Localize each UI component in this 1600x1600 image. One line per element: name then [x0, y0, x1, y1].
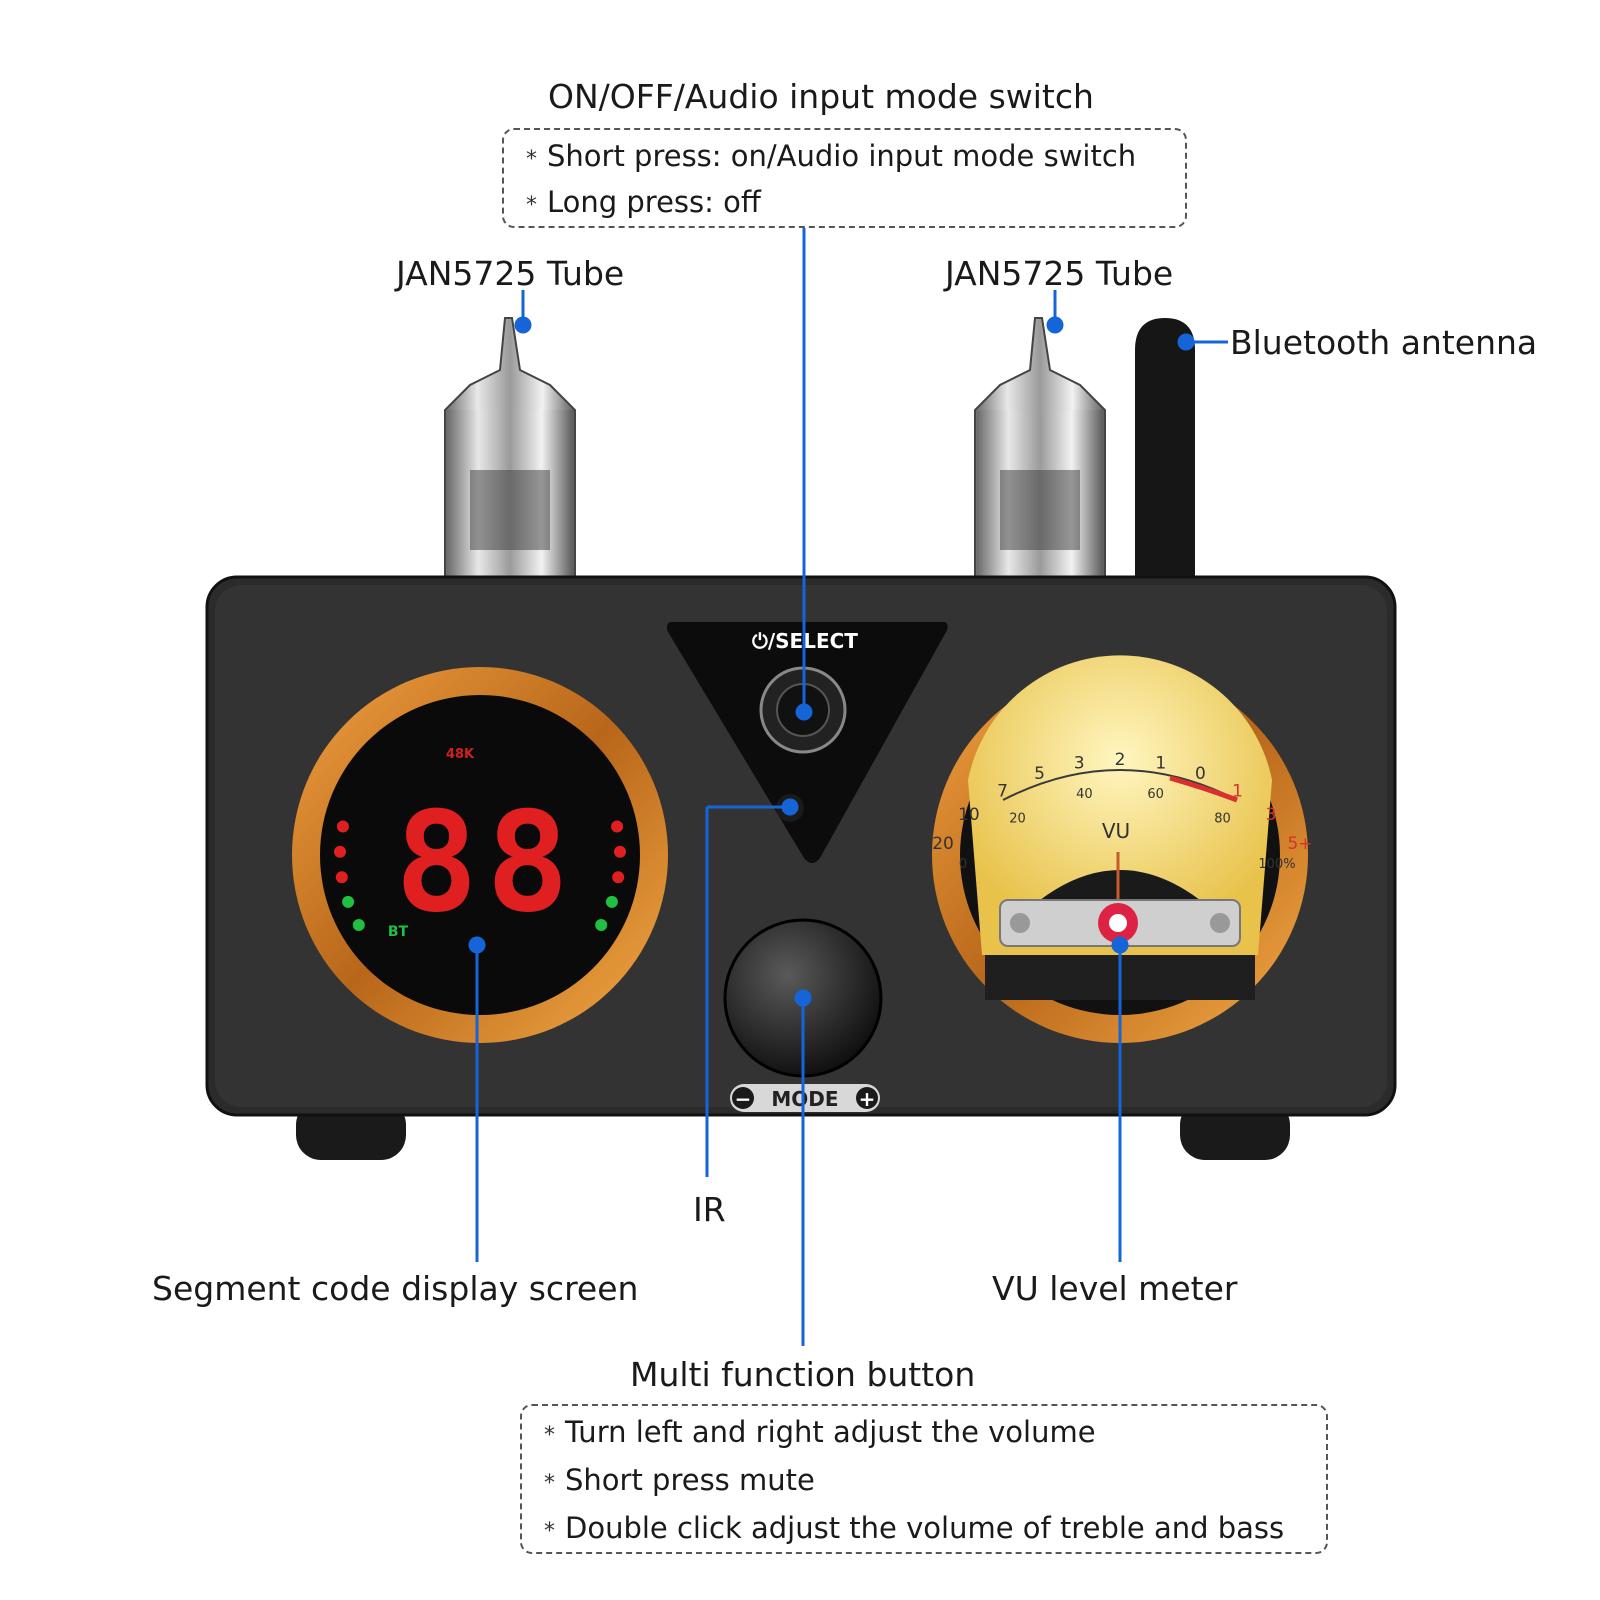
vu-scale-bottom-label: 20 [1009, 812, 1026, 827]
segment-digits: 88 [395, 782, 577, 943]
bluetooth-antenna [1135, 318, 1195, 580]
vu-scale-top-label: 3 [1266, 805, 1277, 825]
power-note-2: *Long press: off [526, 185, 761, 219]
ir-label: IR [693, 1190, 726, 1229]
multi-note-3: *Double click adjust the volume of trebl… [544, 1511, 1285, 1545]
multi-note-1: *Turn left and right adjust the volume [544, 1415, 1096, 1449]
vu-scale-top-label: 1 [1155, 754, 1166, 774]
vu-scale-top-label: 0 [1195, 764, 1206, 784]
vu-scale-top-label: 5 [1034, 764, 1045, 784]
vu-scale-top-label: 3 [1074, 754, 1085, 774]
segment-display: 48K 88 BT [292, 667, 668, 1043]
power-switch-notes: *Short press: on/Audio input mode switch… [502, 128, 1187, 228]
led-dot [595, 919, 608, 931]
multi-note-2: *Short press mute [544, 1463, 815, 1497]
led-dot [614, 845, 626, 858]
left-tube [444, 317, 576, 581]
vu-scale-bottom-label: 0 [959, 857, 967, 872]
power-switch-title: ON/OFF/Audio input mode switch [548, 77, 1094, 116]
multi-button-notes: *Turn left and right adjust the volume *… [520, 1404, 1328, 1554]
vu-scale-bottom-label: 80 [1214, 812, 1231, 827]
power-note-1: *Short press: on/Audio input mode switch [526, 139, 1137, 173]
led-dot [336, 820, 349, 833]
control-panel: ⏻/SELECT [666, 622, 948, 863]
sample-rate-label: 48K [446, 747, 475, 762]
right-tube [974, 317, 1106, 581]
vu-scale-top-label: 7 [997, 782, 1008, 802]
vu-scale-top-label: 2 [1115, 750, 1126, 770]
mode-label: MODE [771, 1087, 838, 1111]
led-dot [352, 919, 365, 931]
vu-scale-bottom-label: 100% [1258, 857, 1295, 872]
multi-button-title: Multi function button [630, 1355, 976, 1394]
vu-scale-bottom-label: 40 [1076, 787, 1093, 802]
led-dot [334, 845, 346, 858]
input-label: BT [388, 924, 409, 940]
vu-scale-top-label: -20 [926, 834, 954, 854]
antenna-label: Bluetooth antenna [1230, 323, 1538, 362]
plus-mark: + [859, 1087, 876, 1111]
led-ring [334, 820, 626, 931]
vu-scale-top-label: 1 [1232, 782, 1243, 802]
callout-lines [468, 228, 1228, 1346]
vu-meter-label: VU level meter [992, 1269, 1238, 1308]
vu-scale-top-label: 5+ [1287, 834, 1312, 854]
tube-left-label: JAN5725 Tube [396, 254, 625, 293]
display-label: Segment code display screen [152, 1269, 639, 1308]
vu-scale-top-label: 10 [958, 805, 980, 825]
led-dot [335, 871, 348, 884]
led-dot [605, 895, 618, 908]
led-dot [342, 895, 355, 908]
vu-title: VU [1102, 819, 1130, 843]
led-dot [611, 820, 624, 833]
tube-right-label: JAN5725 Tube [945, 254, 1174, 293]
minus-mark: − [735, 1087, 752, 1111]
vu-scale-bottom-label: 60 [1147, 787, 1164, 802]
led-dot [612, 871, 625, 884]
